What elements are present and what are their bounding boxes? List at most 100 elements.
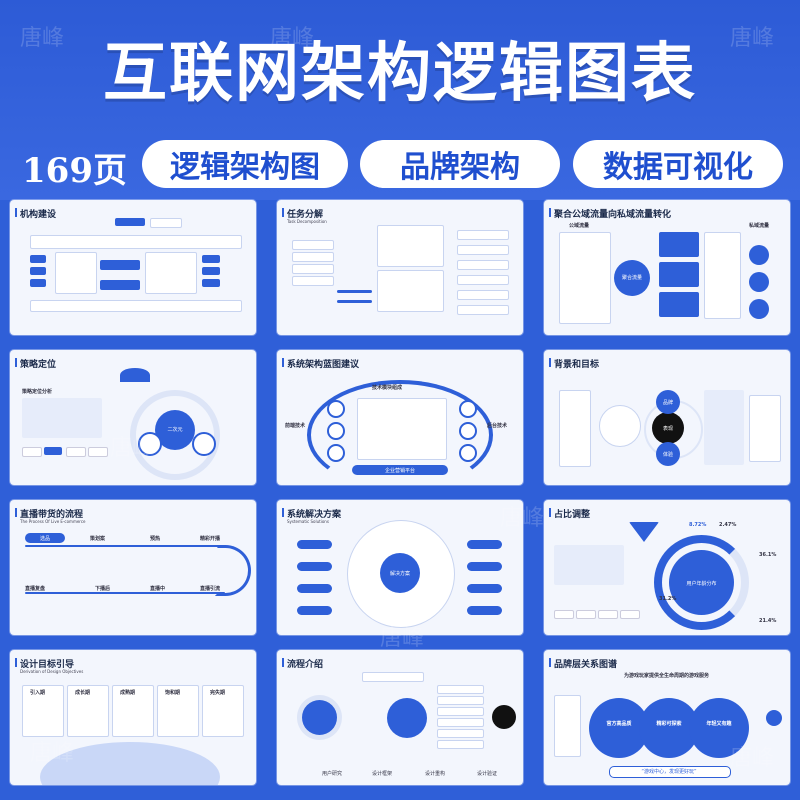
diagram-block (437, 729, 484, 738)
phase-label: 引入期 (30, 690, 46, 696)
card-system-blueprint[interactable]: 系统架构蓝图建议 技术模块组成 前端技术 后台技术 企业营销平台 (277, 350, 523, 485)
step-label: 直播中 (150, 586, 166, 592)
phase-card (112, 685, 154, 737)
node-circle (459, 444, 477, 462)
node-experience (656, 442, 680, 466)
diagram-block (100, 280, 140, 290)
step-pill (25, 533, 65, 543)
label-analysis: 策略定位分析 (22, 389, 53, 395)
card-organization[interactable]: 机构建设 (10, 200, 256, 335)
flow-line (25, 545, 225, 547)
item-pill (297, 606, 332, 615)
diagram-block (659, 232, 699, 257)
diagram-block (362, 672, 424, 682)
value-label: 2.47% (719, 522, 737, 528)
diagram-block (457, 230, 509, 240)
center-node (380, 553, 420, 593)
diagram-block (292, 276, 334, 286)
watermark: 唐峰 (730, 746, 775, 771)
diagram-block (457, 290, 509, 300)
chevron-logo (629, 522, 659, 542)
label-module: 技术模块组成 (372, 385, 403, 391)
card-traffic-conversion[interactable]: 聚合公域流量向私域流量转化 公域流量 私域流量 聚合流量 (544, 200, 790, 335)
card-title: 系统架构蓝图建议 (281, 357, 359, 370)
center-node (652, 412, 684, 444)
phase-card (202, 685, 244, 737)
node-brand (656, 390, 680, 414)
card-background-goals[interactable]: 背景和目标 品牌 体验 表现 (544, 350, 790, 485)
step-label: 策划案 (90, 536, 106, 542)
platform-bar (352, 465, 448, 475)
value-label: 31.2% (659, 596, 677, 602)
node-circle (599, 405, 641, 447)
page-title: 互联网架构逻辑图表 (103, 37, 697, 111)
tab (576, 610, 596, 619)
card-live-commerce[interactable]: 直播带货的流程 The Process Of Live E-commerce 选… (10, 500, 256, 635)
node-circle (459, 422, 477, 440)
brand-value: 官方高品质 (606, 721, 632, 727)
tab (598, 610, 618, 619)
node-circle (614, 260, 650, 296)
phase-label: 完失期 (210, 690, 226, 696)
card-title: 聚合公域流量向私域流量转化 (548, 207, 671, 220)
card-title: 直播带货的流程 (14, 507, 83, 520)
module-area (357, 398, 447, 460)
phase-card (157, 685, 199, 737)
diagram-block (30, 267, 46, 275)
brand-headline: 为游戏玩家提供全生命周期的游戏服务 (624, 673, 710, 679)
tag-logic-architecture: 逻辑架构图 (142, 140, 348, 188)
diagram-row (30, 235, 242, 249)
diagram-block (437, 685, 484, 694)
center-label: 解决方案 (389, 571, 410, 577)
page-count: 169页 (22, 151, 127, 191)
diagram-block (437, 696, 484, 705)
donut-label: 用户年龄分布 (686, 581, 717, 587)
diagram-block (457, 260, 509, 270)
diagram-column (559, 232, 611, 324)
diagram-column (704, 232, 741, 319)
diagram-group (377, 225, 444, 267)
slogan-pill (609, 766, 731, 778)
card-design-objectives[interactable]: 设计目标引导 Derivation of Design Objectives 引… (10, 650, 256, 785)
card-title: 流程介绍 (281, 657, 323, 670)
value-label: 8.72% (689, 522, 707, 528)
node-circle (492, 705, 516, 729)
diagram-block (202, 255, 220, 263)
phase-label: 饱和期 (165, 690, 181, 696)
arrow (337, 290, 372, 293)
node-label: 体验 (662, 452, 673, 458)
brand-value: 精彩可探索 (656, 721, 682, 727)
label-backend: 后台技术 (487, 423, 508, 429)
diagram-block (292, 240, 334, 250)
node-circle (327, 422, 345, 440)
diagram-block (457, 245, 509, 255)
card-strategy-positioning[interactable]: 策略定位 策略定位分析 二次元 (10, 350, 256, 485)
brand-circle (689, 698, 749, 758)
diagram-block (292, 264, 334, 274)
platform-label: 企业营销平台 (384, 468, 415, 474)
diagram-block (437, 740, 484, 749)
watermark: 唐峰 (110, 436, 155, 461)
diagram-block (437, 718, 484, 727)
diagram-block (150, 218, 182, 228)
card-ratio-adjustment[interactable]: 占比调整 用户年龄分布 8.72% 2.47% 36.1% 31.2% 21.4… (544, 500, 790, 635)
ring (130, 390, 220, 480)
item-pill (467, 584, 502, 593)
item-pill (467, 540, 502, 549)
tab (620, 610, 640, 619)
card-title: 设计目标引导 (14, 657, 74, 670)
diagram-group (377, 270, 444, 312)
watermark: 唐峰 (500, 506, 545, 531)
diagram-column (559, 390, 591, 467)
card-process-intro[interactable]: 流程介绍 用户研究 设计框架 设计重构 设计验证 (277, 650, 523, 785)
card-title: 系统解决方案 (281, 507, 341, 520)
diagram-block (145, 252, 197, 294)
tab (22, 447, 42, 457)
node-label: 品牌 (662, 400, 673, 406)
card-brand-graph[interactable]: 品牌层关系图谱 为游戏玩家提供全生命周期的游戏服务 官方高品质 精彩可探索 年轻… (544, 650, 790, 785)
card-task-decomposition[interactable]: 任务分解 Task Decomposition (277, 200, 523, 335)
stage-label: 用户研究 (322, 771, 343, 777)
card-system-solutions[interactable]: 系统解决方案 Systematic Solutions 解决方案 (277, 500, 523, 635)
watermark: 唐峰 (270, 26, 315, 51)
step-label: 直播复盘 (25, 586, 46, 592)
